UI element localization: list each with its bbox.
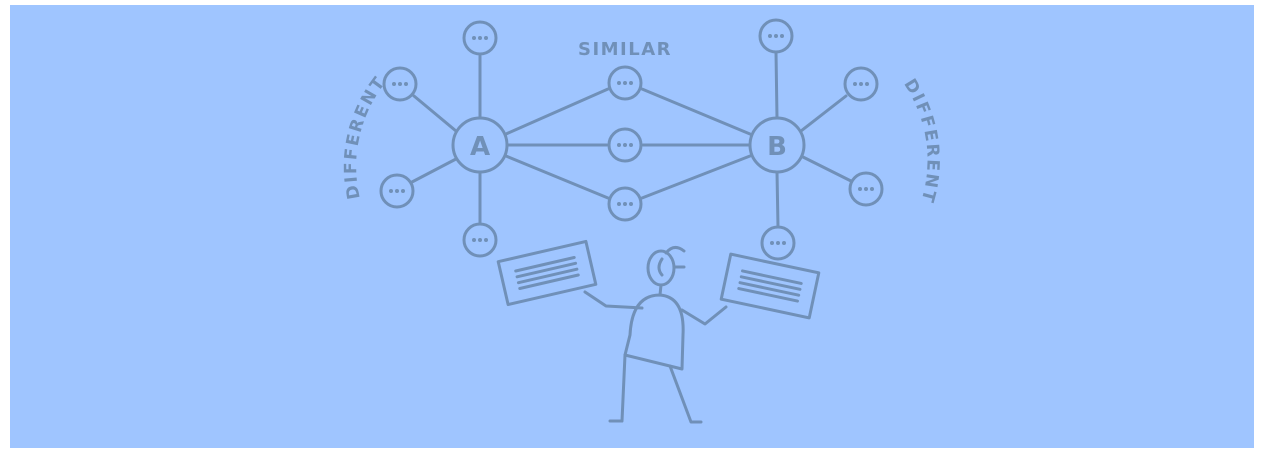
edge-b-shared-bottom [640,154,752,200]
edge-b-top [774,50,779,120]
node-b-upper-right [843,66,879,102]
left-document-icon [496,239,598,307]
node-b-bottom [760,225,796,261]
node-a-upper-left [382,66,418,102]
similar-label: SIMILAR [578,39,672,60]
right-document-icon [719,252,821,320]
hub-a: A [451,116,509,174]
edge-a-shared-bottom [504,154,610,200]
hub-b: B [748,116,806,174]
node-shared-middle [607,127,643,163]
edges [410,50,853,229]
diagram-canvas: A B [10,5,1254,448]
person-head [646,246,686,287]
edge-b-bottom [775,170,780,229]
similarity-diagram: A B [341,18,942,424]
person-right-arm [680,305,728,326]
node-shared-top [607,65,643,101]
node-a-lower-left [379,173,415,209]
edge-a-upper-left [412,94,458,133]
person-torso [623,293,685,371]
person-figure [496,239,821,424]
node-b-lower-right [848,171,884,207]
edge-b-shared-top [640,87,752,136]
hub-a-label: A [470,132,490,162]
node-a-top [462,20,498,56]
edge-a-lower-left [410,157,458,184]
edge-b-upper-right [799,94,848,133]
hub-b-label: B [767,132,787,162]
node-shared-bottom [607,186,643,222]
person-left-arm [583,290,644,310]
edge-b-lower-right [801,155,853,183]
edge-a-shared-top [504,87,610,136]
node-b-top [758,18,794,54]
different-right-label-text: DIFFERENT [899,75,942,205]
node-a-bottom [462,222,498,258]
different-right-label: DIFFERENT [899,75,940,205]
person-right-leg [668,364,703,424]
person-left-leg [608,353,627,423]
